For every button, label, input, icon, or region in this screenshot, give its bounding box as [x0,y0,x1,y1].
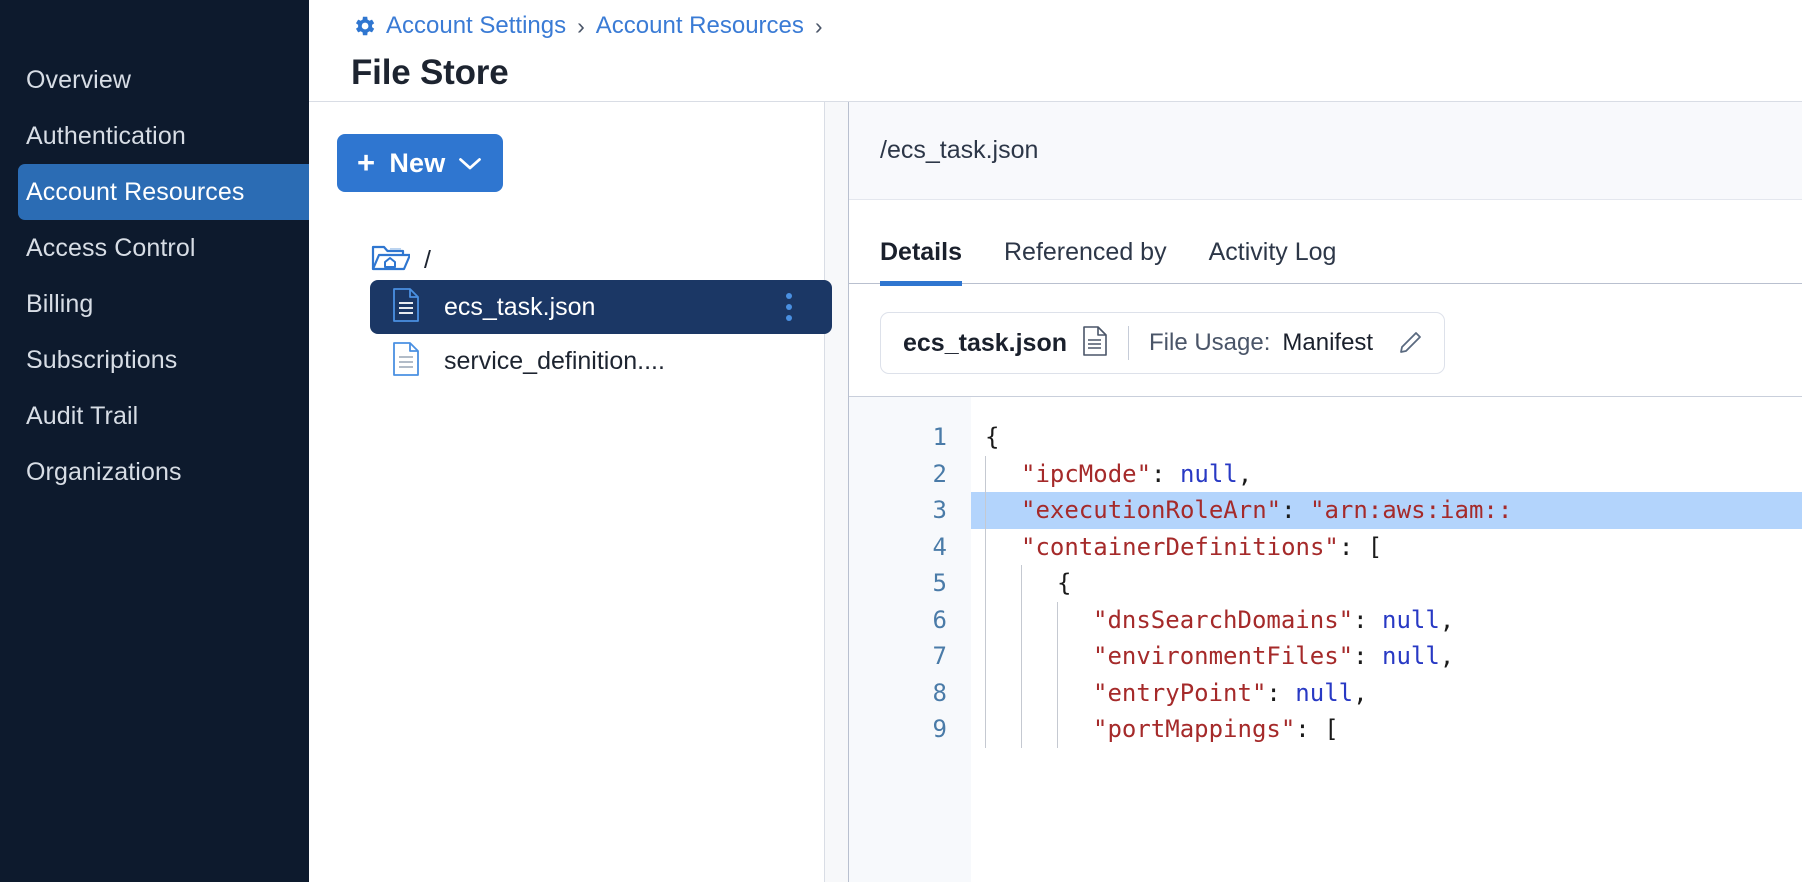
file-tree-pane: + New [309,102,832,882]
line-number: 7 [932,642,947,670]
file-usage-card: ecs_task.json File Usage: [880,312,1446,374]
usage-value: Manifest [1282,329,1374,356]
sidebar-item-organizations[interactable]: Organizations [0,444,309,500]
code-line: { [985,423,1000,451]
usage-divider [1128,326,1129,360]
file-name-label: ecs_task.json [444,292,596,321]
sidebar-item-label: Overview [26,65,131,94]
sidebar-item-label: Authentication [26,121,186,150]
tree-file-item[interactable]: ecs_task.json [370,280,832,334]
breadcrumb-item-account-settings[interactable]: Account Settings [386,12,567,39]
plus-icon: + [357,144,376,180]
kebab-menu-icon[interactable] [786,293,792,321]
sidebar-item-label: Account Resources [26,177,245,206]
usage-label: File Usage: [1149,329,1271,356]
line-number: 8 [932,678,947,707]
detail-pane: /ecs_task.json Details Referenced by Activ… [849,102,1802,882]
breadcrumb-item-account-resources[interactable]: Account Resources [595,12,804,39]
breadcrumb: Account Settings › Account Resources › [351,5,1802,47]
code-content[interactable]: { "ipcMode": null, "executionRoleArn": "… [971,397,1802,882]
sidebar-item-account-resources[interactable]: Account Resources [18,164,309,220]
file-tree: / ecs_task.json service_definition.... [337,240,832,388]
sidebar-item-audit-trail[interactable]: Audit Trail [0,388,309,444]
sidebar-item-label: Subscriptions [26,345,178,374]
chevron-down-icon [459,155,482,171]
code-line: "environmentFiles": null, [971,638,1802,675]
breadcrumb-separator: › [577,12,585,39]
usage-file-name: ecs_task.json [903,328,1067,357]
file-list: ecs_task.json service_definition.... [337,280,832,388]
body-split: + New [309,102,1802,882]
pane-splitter[interactable] [824,102,849,882]
sidebar-item-overview[interactable]: Overview [0,52,309,108]
file-path-text: /ecs_task.json [880,136,1039,164]
sidebar-item-label: Billing [26,289,94,318]
top-bar: Account Settings › Account Resources › F… [309,0,1802,102]
code-line: "executionRoleArn": "arn:aws:iam:: [971,492,1802,529]
line-number-gutter: 1 2 3 4 5 6 7 8 9 [849,397,971,882]
file-icon [392,341,420,381]
line-number: 2 [932,459,947,488]
code-line: "dnsSearchDomains": null, [971,601,1802,638]
code-line: { [971,565,1802,602]
line-number: 1 [932,423,947,451]
tree-root-folder[interactable]: / [337,240,824,280]
sidebar-item-label: Audit Trail [26,401,139,430]
tree-file-item[interactable]: service_definition.... [370,334,832,388]
sidebar-item-label: Access Control [26,233,196,262]
new-button[interactable]: + New [337,134,504,192]
sidebar-item-label: Organizations [26,457,182,486]
pencil-icon[interactable] [1396,328,1426,358]
line-number: 5 [932,569,947,597]
sidebar-item-billing[interactable]: Billing [0,276,309,332]
usage-section: ecs_task.json File Usage: [849,284,1802,396]
tab-details[interactable]: Details [880,238,962,286]
sidebar-item-access-control[interactable]: Access Control [0,220,309,276]
file-path-bar: /ecs_task.json [849,102,1802,200]
line-number: 4 [932,532,947,561]
detail-tabs: Details Referenced by Activity Log [849,200,1802,286]
code-line: "entryPoint": null, [971,674,1802,711]
tree-root-label: / [424,245,431,274]
document-icon [1082,325,1108,361]
code-line: "containerDefinitions": [ [971,528,1802,565]
code-line: "ipcMode": null, [971,455,1802,492]
home-folder-icon [370,242,412,279]
line-number: 9 [932,715,947,743]
tab-activity-log[interactable]: Activity Log [1208,238,1337,266]
main-column: Account Settings › Account Resources › F… [309,0,1802,882]
code-line: "portMappings": [ [971,711,1802,748]
code-editor[interactable]: 1 2 3 4 5 6 7 8 9 { "ipcMode": null, "executionR… [849,396,1802,882]
sidebar-item-subscriptions[interactable]: Subscriptions [0,332,309,388]
line-number: 3 [932,496,947,524]
file-icon [392,287,420,327]
tab-referenced-by[interactable]: Referenced by [1003,238,1167,266]
breadcrumb-separator-2: › [814,12,823,39]
new-button-label: New [389,147,446,178]
line-number: 6 [932,605,947,634]
page-title: File Store [351,53,509,92]
gear-icon [351,13,377,39]
sidebar-item-authentication[interactable]: Authentication [0,108,309,164]
file-name-label: service_definition.... [444,346,665,375]
